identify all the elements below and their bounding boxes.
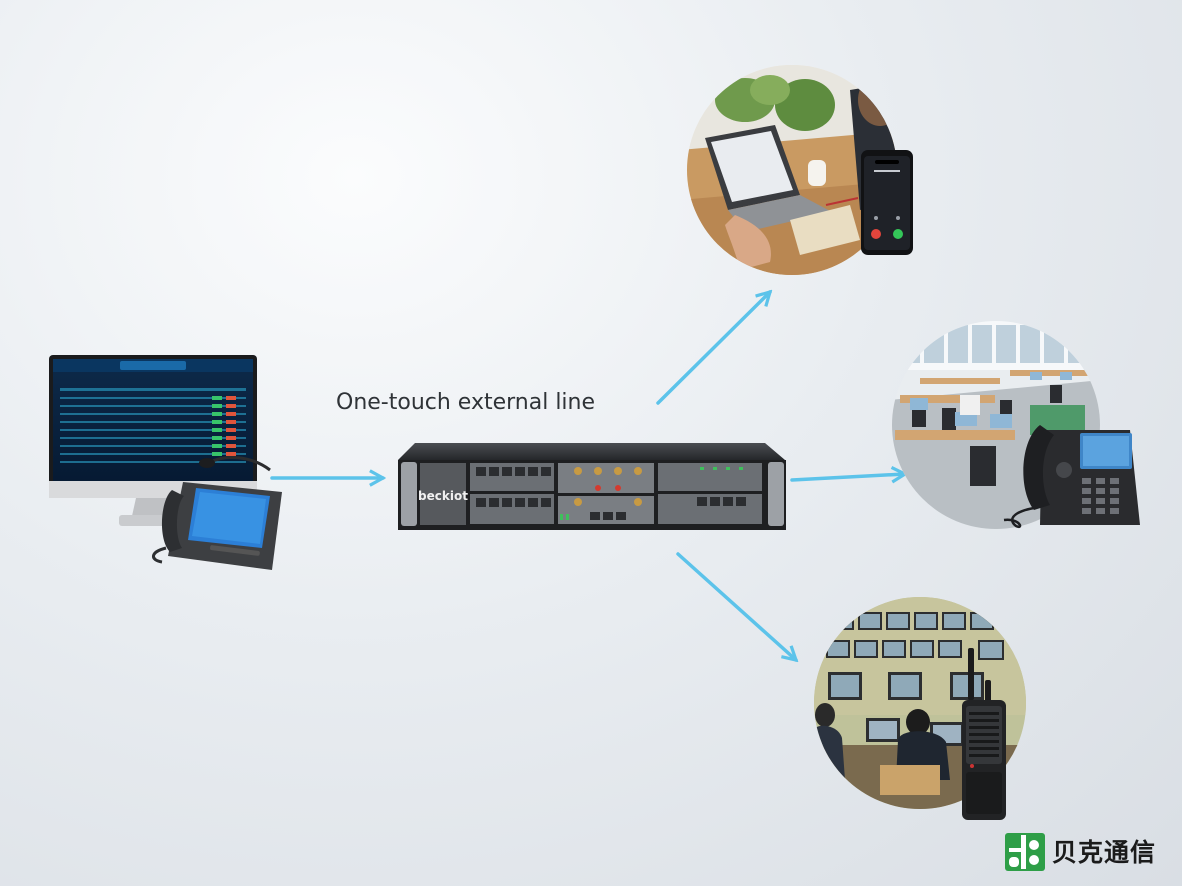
edge-hub-to-mobile-user xyxy=(656,292,770,405)
edge-hub-to-control-room-radio xyxy=(676,552,796,660)
diagram-caption: One-touch external line xyxy=(336,390,596,415)
desk-phone-icon xyxy=(152,456,282,570)
target-mobile-user xyxy=(687,65,913,275)
ip-phone-icon xyxy=(1003,425,1140,529)
laptop-icon xyxy=(705,125,832,232)
source-node xyxy=(49,355,282,570)
brand-logo: 贝克通信 xyxy=(1004,831,1156,871)
edges xyxy=(270,292,905,660)
edge-hub-to-office-desk-phone xyxy=(790,474,905,480)
target-control-room-radio xyxy=(814,597,1026,820)
walkie-talkie-icon xyxy=(962,648,1006,820)
hub-node: beckiot xyxy=(398,443,786,530)
gateway-device-icon: beckiot xyxy=(398,443,786,530)
brand-name: 贝克通信 xyxy=(1052,838,1157,867)
brand-logo-spacer xyxy=(1004,832,1044,870)
brand-logo-mark xyxy=(1005,833,1045,871)
target-office-desk-phone xyxy=(892,321,1140,529)
mobile-phone-icon xyxy=(861,150,913,255)
device-brand-label: beckiot xyxy=(418,489,468,503)
